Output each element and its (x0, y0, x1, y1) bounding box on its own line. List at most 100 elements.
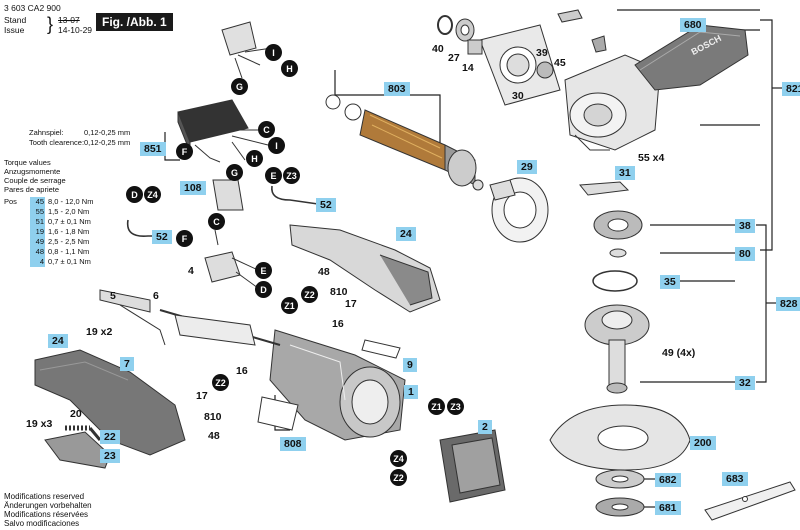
part-tag-828[interactable]: 828 (776, 297, 800, 311)
washer-80 (609, 248, 627, 258)
part-label-20[interactable]: 20 (70, 408, 82, 420)
footer-line-en: Modifications reserved (4, 492, 85, 501)
part-label-55[interactable]: 55 x4 (638, 152, 664, 164)
guard-200 (549, 404, 691, 471)
footer-line-es: Salvo modificaciones (4, 519, 80, 528)
part-label-55-num: 55 (638, 152, 650, 164)
fan-29 (489, 177, 549, 243)
part-tag-32[interactable]: 32 (735, 376, 755, 390)
part-tag-803[interactable]: 803 (384, 82, 410, 96)
part-tag-808[interactable]: 808 (280, 437, 306, 451)
connector-D: D (126, 186, 143, 203)
connector-Z4: Z4 (144, 186, 161, 203)
part-tag-200[interactable]: 200 (690, 436, 716, 450)
part-label-48a[interactable]: 48 (318, 266, 330, 278)
housing-shell-24-upper (289, 224, 441, 313)
part-tag-680[interactable]: 680 (680, 18, 706, 32)
torque-pos: 51 (30, 217, 45, 227)
tooth-note-1-value: 0,12-0,25 mm (84, 128, 131, 137)
torque-title-fr: Couple de serrage (4, 176, 66, 185)
wire-clip-52a (271, 185, 319, 205)
part-label-6[interactable]: 6 (153, 290, 159, 302)
torque-value: 0,7 ± 0,1 Nm (48, 257, 91, 266)
part-tag-31[interactable]: 31 (615, 166, 635, 180)
part-tag-9[interactable]: 9 (403, 358, 417, 372)
connector-C: C (258, 121, 275, 138)
connector-Z2: Z2 (301, 286, 318, 303)
connector-G: G (226, 164, 243, 181)
torque-pos: 49 (30, 237, 45, 247)
rear-handle-24 (34, 349, 186, 456)
spring-top (591, 35, 607, 53)
connector-E: E (255, 262, 272, 279)
part-tag-29[interactable]: 29 (517, 160, 537, 174)
torque-value: 8,0 - 12,0 Nm (48, 197, 94, 206)
spring-31 (579, 181, 630, 196)
part-label-19a[interactable]: 19 x2 (86, 326, 112, 338)
connector-F: F (176, 143, 193, 160)
part-label-48b[interactable]: 48 (208, 430, 220, 442)
connector-Z1: Z1 (281, 297, 298, 314)
part-tag-38[interactable]: 38 (735, 219, 755, 233)
part-tag-24a[interactable]: 24 (396, 227, 416, 241)
part-tag-683[interactable]: 683 (722, 472, 748, 486)
part-tag-108[interactable]: 108 (180, 181, 206, 195)
part-label-810b[interactable]: 810 (204, 411, 222, 423)
part-tag-851[interactable]: 851 (140, 142, 166, 156)
part-tag-2[interactable]: 2 (478, 420, 492, 434)
part-label-27[interactable]: 27 (448, 52, 460, 64)
part-label-45[interactable]: 45 (554, 57, 566, 69)
stator-2 (439, 429, 506, 503)
bearing-flange-30 (479, 24, 561, 106)
part-tag-52b[interactable]: 52 (152, 230, 172, 244)
part-tag-52a[interactable]: 52 (316, 198, 336, 212)
part-label-39[interactable]: 39 (536, 47, 548, 59)
part-tag-22[interactable]: 22 (100, 430, 120, 444)
connector-Z3: Z3 (283, 167, 300, 184)
part-label-17b[interactable]: 17 (196, 390, 208, 402)
part-label-16b[interactable]: 16 (236, 365, 248, 377)
connector-Z3: Z3 (447, 398, 464, 415)
part-label-17a[interactable]: 17 (345, 298, 357, 310)
issue-value: 14-10-29 (58, 25, 93, 35)
part-label-30[interactable]: 30 (512, 90, 524, 102)
screw-22 (88, 427, 102, 441)
connector-I: I (268, 137, 285, 154)
part-tag-80[interactable]: 80 (735, 247, 755, 261)
part-label-810a[interactable]: 810 (330, 286, 348, 298)
part-label-40[interactable]: 40 (432, 43, 444, 55)
part-tag-681[interactable]: 681 (655, 501, 681, 515)
part-label-5[interactable]: 5 (110, 290, 116, 302)
torque-pos: 19 (30, 227, 45, 237)
part-label-49[interactable]: 49 (4x) (662, 347, 695, 359)
part-tag-35[interactable]: 35 (660, 275, 680, 289)
part-tag-23[interactable]: 23 (100, 449, 120, 463)
part-tag-1[interactable]: 1 (404, 385, 418, 399)
tooth-note-1-label: Zahnspiel: (29, 128, 64, 137)
part-label-19b[interactable]: 19 x3 (26, 418, 52, 430)
part-label-14[interactable]: 14 (462, 62, 474, 74)
brush-holder-4 (204, 229, 259, 289)
part-label-19b-num: 19 (26, 418, 38, 430)
spanner-683 (704, 481, 796, 521)
part-tag-821[interactable]: 821 (782, 82, 800, 96)
spindle-32 (608, 339, 626, 389)
part-label-19b-qty: x3 (40, 418, 53, 430)
part-label-16a[interactable]: 16 (332, 318, 344, 330)
part-tag-7[interactable]: 7 (120, 357, 134, 371)
o-ring-35 (592, 270, 638, 292)
connector-Z2: Z2 (390, 469, 407, 486)
torque-value: 1,5 - 2,0 Nm (48, 207, 90, 216)
part-tag-24b[interactable]: 24 (48, 334, 68, 348)
tooth-note-2-label: Tooth clearence: (29, 138, 85, 147)
bracket-821 (760, 19, 773, 251)
part-tag-682[interactable]: 682 (655, 473, 681, 487)
connector-Z4: Z4 (390, 450, 407, 467)
part-label-4[interactable]: 4 (188, 265, 194, 277)
